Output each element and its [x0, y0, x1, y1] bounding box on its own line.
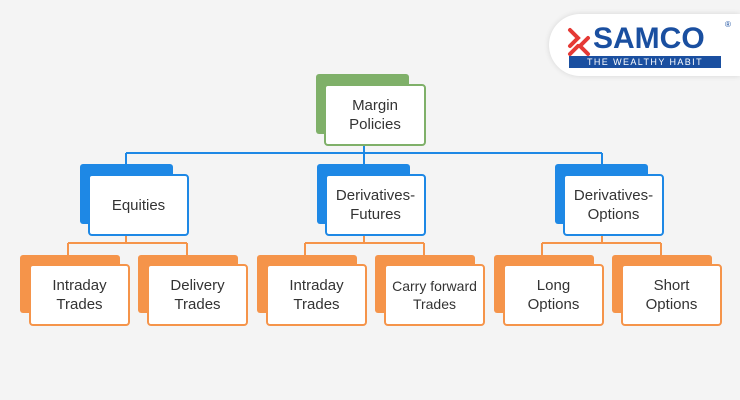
node-label: Long Options [503, 264, 604, 326]
node-equities-intraday-trades: Intraday Trades [20, 255, 130, 327]
samco-swastik-icon [568, 28, 590, 56]
samco-logo: SAMCO ® THE WEALTHY HABIT [549, 14, 740, 76]
brand-tagline: THE WEALTHY HABIT [569, 56, 721, 68]
node-options-short-options: Short Options [612, 255, 722, 327]
node-label: Delivery Trades [147, 264, 248, 326]
node-label: Intraday Trades [266, 264, 367, 326]
registered-mark: ® [725, 20, 731, 29]
node-label: Derivatives- Options [563, 174, 664, 236]
node-label: Carry forward Trades [384, 264, 485, 326]
node-label: Derivatives- Futures [325, 174, 426, 236]
node-equities-delivery-trades: Delivery Trades [138, 255, 248, 327]
node-margin-policies: Margin Policies [316, 74, 426, 148]
node-equities: Equities [80, 164, 189, 238]
node-label: Equities [88, 174, 189, 236]
node-label: Intraday Trades [29, 264, 130, 326]
node-options-long-options: Long Options [494, 255, 604, 327]
node-derivatives-futures: Derivatives- Futures [317, 164, 426, 238]
node-futures-intraday-trades: Intraday Trades [257, 255, 367, 327]
node-futures-carry-forward-trades: Carry forward Trades [375, 255, 485, 327]
node-derivatives-options: Derivatives- Options [555, 164, 664, 238]
node-label: Margin Policies [324, 84, 426, 146]
brand-name: SAMCO [593, 22, 705, 55]
node-label: Short Options [621, 264, 722, 326]
